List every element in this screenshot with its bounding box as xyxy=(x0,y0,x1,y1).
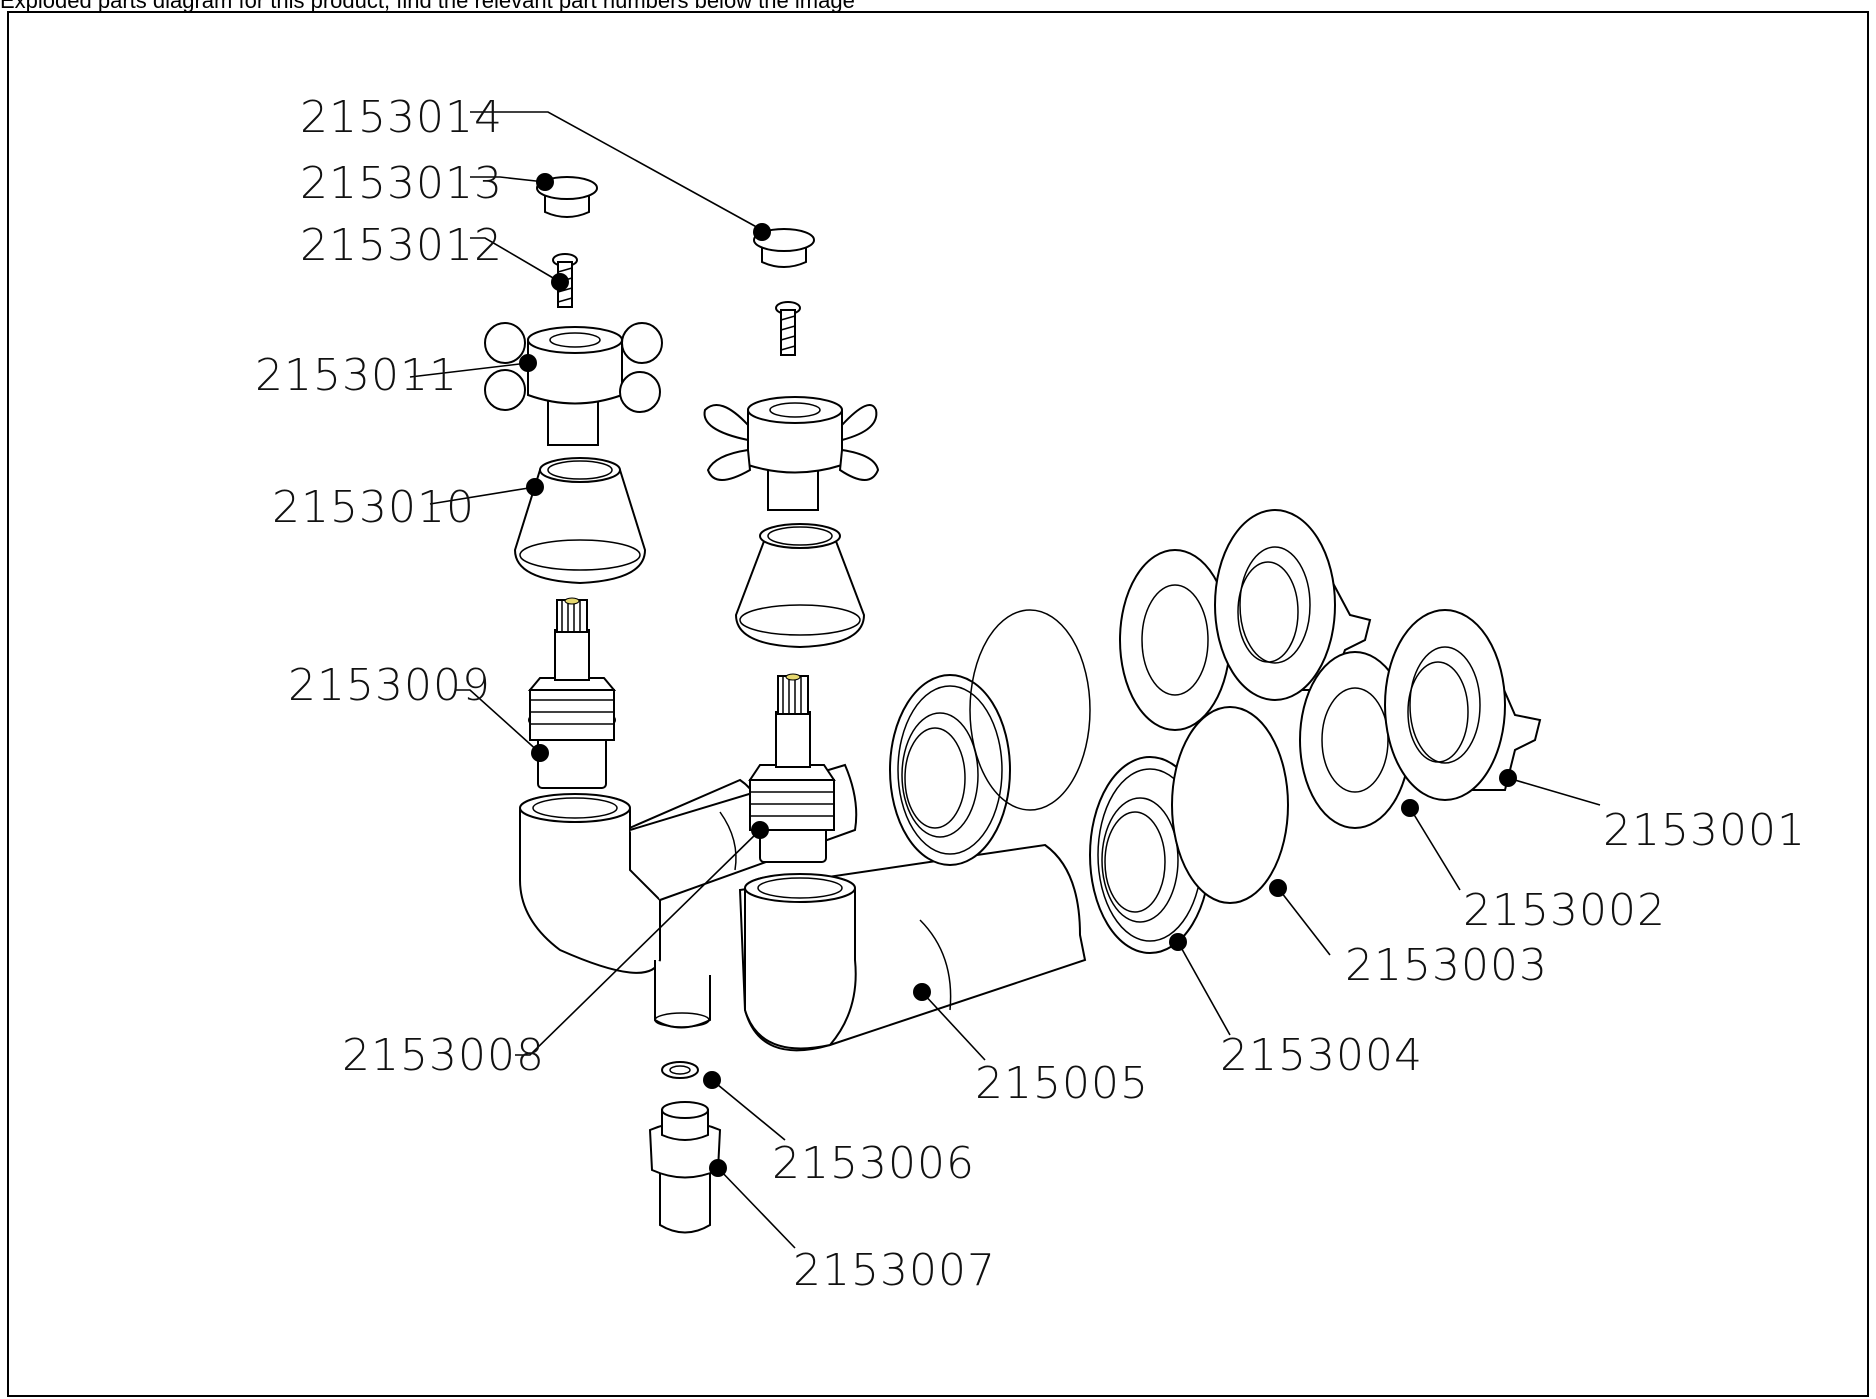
shroud-left-drawing xyxy=(513,457,647,585)
shroud-right-drawing xyxy=(734,523,866,649)
label-2153006: 2153006 xyxy=(772,1138,975,1189)
part-labels: 2153001 2153002 2153003 2153004 215005 2… xyxy=(255,92,1806,1296)
drawing-frame xyxy=(7,11,1869,1397)
label-2153001: 2153001 xyxy=(1603,805,1806,856)
label-2153014: 2153014 xyxy=(300,92,503,143)
label-215005: 215005 xyxy=(975,1058,1149,1109)
flange-upper-left-drawing xyxy=(889,609,1091,866)
screw-left-drawing xyxy=(552,253,578,308)
label-2153009: 2153009 xyxy=(288,660,491,711)
label-2153012: 2153012 xyxy=(300,220,503,271)
inlet-fitting-drawing xyxy=(648,1061,722,1234)
washer-upper-drawing xyxy=(1119,549,1231,731)
label-2153011: 2153011 xyxy=(255,350,458,401)
handle-right-drawing xyxy=(703,396,880,511)
cartridge-left-drawing xyxy=(527,597,617,789)
wall-plate-2153001-drawing xyxy=(1384,609,1542,801)
screw-right-drawing xyxy=(775,301,801,356)
valve-body-drawing xyxy=(519,763,1087,1052)
label-2153002: 2153002 xyxy=(1463,885,1666,936)
washer-2153003-drawing xyxy=(1171,706,1289,904)
label-2153010: 2153010 xyxy=(272,482,475,533)
header-note: Exploded parts diagram for this product,… xyxy=(0,0,855,13)
label-2153008: 2153008 xyxy=(342,1030,545,1081)
wall-plate-upper-drawing xyxy=(1214,509,1372,701)
label-2153007: 2153007 xyxy=(793,1245,996,1296)
handle-left-drawing xyxy=(484,322,663,446)
leader-lines xyxy=(409,111,1601,1249)
cartridge-right-drawing xyxy=(748,673,836,863)
label-2153004: 2153004 xyxy=(1220,1030,1423,1081)
label-2153003: 2153003 xyxy=(1345,940,1548,991)
label-2153013: 2153013 xyxy=(300,158,503,209)
